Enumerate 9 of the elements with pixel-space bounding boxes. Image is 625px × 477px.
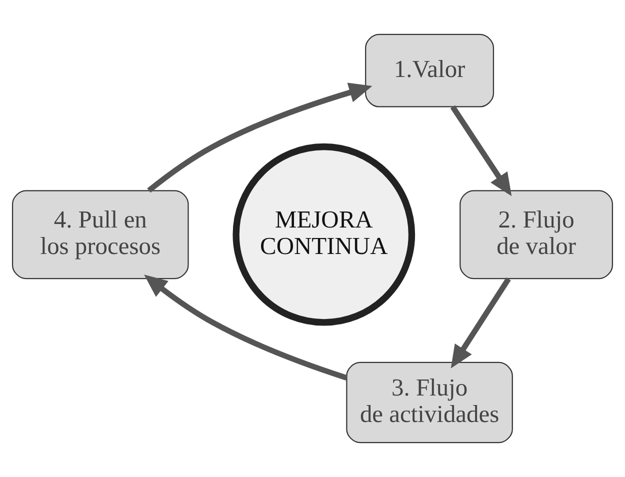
node-box: 4. Pull en los procesos (12, 190, 189, 280)
node-box: 2. Flujo de valor (460, 190, 614, 280)
arrow (144, 274, 348, 380)
arrow (147, 82, 372, 193)
node-box: 1.Valor (365, 34, 494, 108)
arrow (450, 277, 511, 368)
node-circle: MEJORA CONTINUA (232, 143, 416, 326)
node-box: 3. Flujo de actividades (346, 362, 513, 444)
arrow (450, 105, 512, 196)
